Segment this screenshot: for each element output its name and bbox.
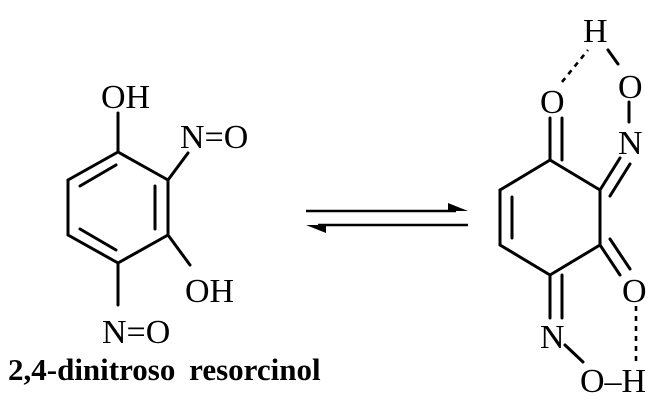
o-oxime-top-label: O (618, 69, 643, 106)
equilibrium-arrow (306, 203, 468, 233)
n-oxime-bottom-label: N (540, 319, 565, 356)
ring-bond (548, 158, 602, 192)
o-carbonyl-right-label: O (622, 273, 647, 310)
ring-bond (66, 233, 120, 265)
ring-bond (116, 150, 170, 182)
forward-arrowhead (448, 203, 468, 211)
nitroso-bottom-label: N=O (102, 314, 170, 351)
reverse-arrowhead (306, 225, 326, 233)
hydrogen-bond-top (560, 49, 590, 83)
right-molecule: H O O N O N O–H (498, 13, 647, 400)
carbonyl-right-bond (598, 243, 622, 277)
bond-to-oh-right (166, 233, 192, 267)
ring-bond (548, 243, 602, 277)
o-carbonyl-top-label: O (540, 84, 565, 121)
oxime-bottom-n-o-bond (563, 343, 585, 364)
oh-right-label: OH (185, 273, 234, 310)
n-oxime-top-label: N (618, 125, 643, 162)
h-top-label: H (583, 13, 608, 50)
carbonyl-right-bond (608, 237, 632, 271)
ring-bond (498, 243, 552, 277)
bond-to-nitroso-top (166, 151, 190, 182)
oxime-top-double-bond (608, 162, 632, 198)
oh-top-label: OH (101, 79, 150, 116)
ring-bond (498, 158, 552, 192)
ring-bond (66, 150, 120, 182)
left-molecule: OH N=O OH N=O (66, 79, 248, 351)
ring-double-bond (78, 163, 118, 188)
compound-name-caption: 2,4-dinitroso resorcinol (8, 352, 321, 387)
oxime-top-double-bond (598, 156, 622, 192)
o-h-bottom-label: O–H (580, 363, 646, 400)
ring-bond (116, 233, 170, 265)
ring-double-bond (78, 227, 118, 252)
oxime-top-o-h-bond (606, 48, 620, 66)
nitroso-top-label: N=O (180, 119, 248, 156)
